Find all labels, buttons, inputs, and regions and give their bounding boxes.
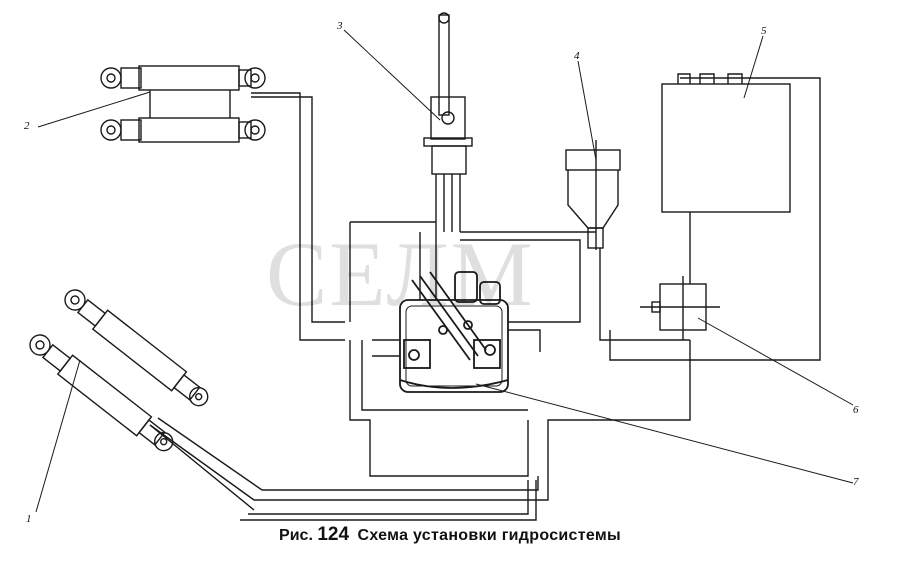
callout-5: 5	[761, 25, 767, 37]
callout-leaders	[35, 29, 854, 513]
callout-7: 7	[853, 476, 859, 488]
cylinder-pair-lower-second	[29, 334, 174, 452]
callout-6: 6	[853, 404, 859, 416]
callout-3: 3	[337, 20, 343, 32]
figure-caption: Рис. 124 Схема установки гидросистемы	[0, 524, 900, 546]
cylinder-pair-lower	[64, 289, 209, 407]
caption-prefix: Рис.	[279, 527, 313, 544]
watermark: СЕЛМ	[266, 223, 535, 325]
control-lever	[423, 12, 473, 232]
callout-2: 2	[24, 120, 30, 132]
oil-filter	[565, 140, 621, 250]
oil-tank	[609, 73, 821, 361]
caption-title: Схема установки гидросистемы	[357, 527, 621, 544]
callout-1: 1	[26, 513, 32, 525]
pipelines	[149, 92, 691, 521]
caption-number: 124	[317, 524, 350, 545]
valve-block	[640, 276, 720, 340]
central-pump-unit	[399, 271, 509, 393]
callout-4: 4	[574, 50, 580, 62]
cylinder-pair-upper	[100, 65, 266, 143]
